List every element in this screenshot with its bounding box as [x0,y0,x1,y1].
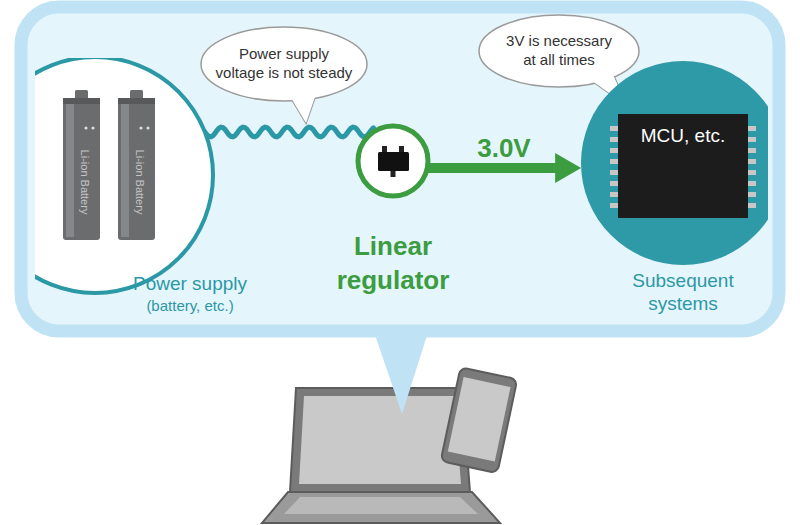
battery-cap [75,90,88,100]
battery-highlight [66,104,74,237]
unsteady-supply-wire [205,127,374,137]
arrow-head [555,153,581,183]
chip-pin [610,137,618,142]
chip-pin [610,203,618,208]
circle-outline [358,126,428,196]
callout-tail [372,326,430,414]
laptop-screen [299,396,461,484]
phone [441,367,518,473]
connector-line [205,127,374,137]
chip-pin [610,126,618,131]
chip-pin [610,192,618,197]
chip-pin [748,148,756,153]
chip-pin [748,181,756,186]
battery-band [63,98,100,104]
regulator-circle-outline [355,123,431,199]
chip-pin [610,148,618,153]
phone-screen [448,377,511,461]
bubble-tail [588,72,626,105]
battery-label: Li-ion Battery [77,150,90,215]
power-supply-circle: Power supply(battery, etc.) [35,58,215,296]
chip-pin [748,137,756,142]
component-label: Subsequent systems [618,269,748,315]
bubble-tail-fill [588,72,626,105]
laptop-base [262,492,500,523]
regulator-chip [378,146,409,177]
bubble-outline [479,15,639,87]
speech-bubble-outline [478,14,640,88]
bubble-text: 3V is necessary at all times [502,31,616,69]
circle-outline [35,58,213,293]
laptop-lid [290,388,470,492]
battery-cap [130,90,143,100]
chip-body [378,152,409,171]
power-supply-circle-outline [35,58,215,296]
battery-body [118,98,155,240]
battery-body [63,98,100,240]
chip-pin [748,126,756,131]
bubble-tail [290,94,316,123]
bubble-text: Power supply voltage is not steady [215,44,353,82]
chip-pin [748,203,756,208]
phone-body [441,367,518,473]
chip-pin [399,146,404,153]
connector-line [427,163,560,173]
speech-bubble: Power supply voltage is not steady [200,26,368,102]
laptop-keyboard [284,497,478,514]
circle-outline [581,61,768,265]
battery-dot [84,126,87,129]
node-subheading: (battery, etc.) [115,296,265,315]
battery-dot [146,126,149,129]
chip-pin [748,192,756,197]
chip-pin [748,159,756,164]
callout-bubble [21,7,779,331]
node-heading: Power supply [115,272,265,295]
speech-bubble-outline [200,26,368,102]
battery [63,90,100,240]
chip-label: MCU, etc. [618,124,748,147]
bubble-outline [201,27,367,101]
component-label: Linear regulator [323,229,463,297]
battery-dot [91,126,94,129]
system-circle: Subsequent systemsMCU, etc. [581,61,768,265]
battery-band [118,98,155,104]
battery-highlight [121,104,129,237]
mcu-pins [610,126,756,208]
chip-pin [391,170,396,177]
chip-pin [610,181,618,186]
chip-pin [610,170,618,175]
regulator-circle: Linear regulator [355,123,431,199]
voltage-label: 3.0V [477,133,531,164]
battery-dot [139,126,142,129]
mcu-chip: MCU, etc. [618,114,748,218]
chip-pin [610,159,618,164]
regulated-output-arrow [427,153,581,183]
bubble-tail-fill [290,94,316,123]
battery [118,90,155,240]
system-circle-outline [581,61,768,265]
chip-pin [748,170,756,175]
chip-pin [382,146,387,153]
battery-label: Li-ion Battery [132,150,145,215]
speech-bubble: 3V is necessary at all times [478,14,640,88]
